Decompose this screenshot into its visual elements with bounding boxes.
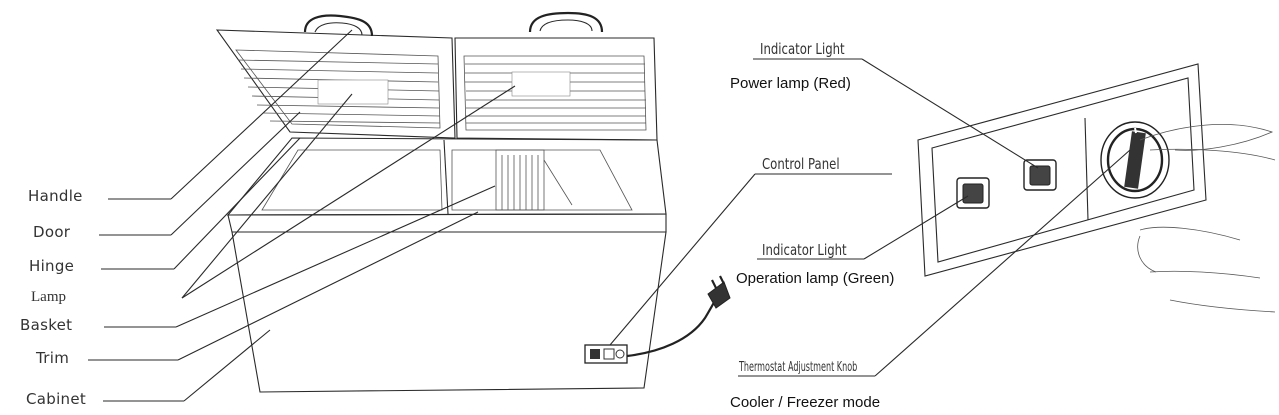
label-thermostat-knob: Thermostat Adjustment Knob <box>739 360 858 375</box>
label-indicator-light-top: Indicator Light <box>760 40 845 58</box>
label-trim: Trim <box>36 349 70 367</box>
lid-handles <box>303 11 604 37</box>
control-panel-detail <box>917 63 1276 313</box>
label-operation-lamp: Operation lamp (Green) <box>736 270 895 287</box>
cabinet-body <box>227 213 667 393</box>
label-handle: Handle <box>28 187 83 205</box>
label-control-panel: Control Panel <box>762 155 840 173</box>
power-cord <box>626 275 731 358</box>
indicator-lamps <box>956 159 1057 209</box>
leader-lines <box>88 29 1131 402</box>
label-indicator-light-bottom: Indicator Light <box>762 241 847 259</box>
chest-freezer-drawing <box>215 11 731 393</box>
label-power-lamp: Power lamp (Red) <box>730 75 851 92</box>
label-cabinet: Cabinet <box>26 390 87 408</box>
label-cooler-freezer-mode: Cooler / Freezer mode <box>730 394 881 411</box>
cabinet-opening <box>226 137 667 216</box>
label-door: Door <box>33 223 71 241</box>
left-lid <box>215 29 456 139</box>
label-basket: Basket <box>20 316 73 334</box>
thermostat-knob <box>1100 121 1170 199</box>
label-lamp: Lamp <box>31 289 66 305</box>
label-hinge: Hinge <box>29 257 75 275</box>
right-lid <box>454 37 658 141</box>
hand-sketch <box>1137 124 1276 313</box>
